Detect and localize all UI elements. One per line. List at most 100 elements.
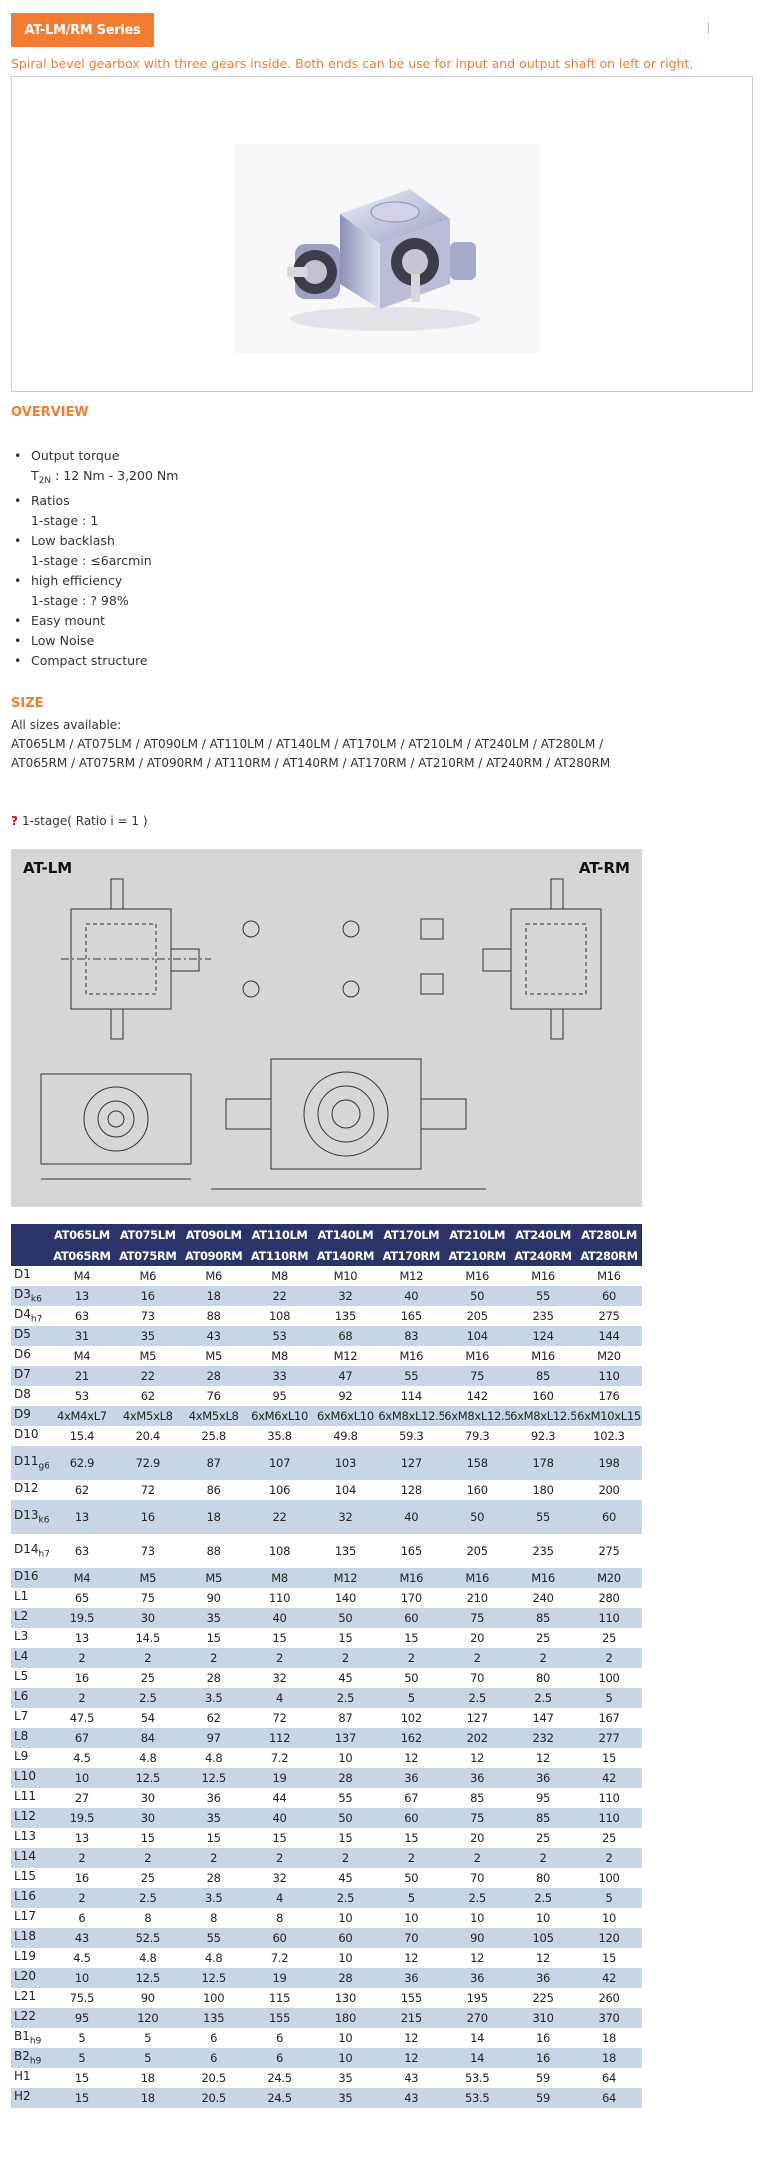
table-cell: 13 bbox=[49, 1286, 115, 1306]
table-cell: 12 bbox=[510, 1948, 576, 1968]
table-cell: 15 bbox=[378, 1628, 445, 1648]
table-cell: 2 bbox=[576, 1848, 642, 1868]
table-cell: 31 bbox=[49, 1326, 115, 1346]
table-cell: 160 bbox=[444, 1480, 511, 1500]
table-cell: 10 bbox=[378, 1908, 445, 1928]
table-cell: 275 bbox=[576, 1534, 642, 1568]
table-cell: M5 bbox=[180, 1568, 247, 1588]
table-cell: 92 bbox=[312, 1386, 379, 1406]
table-cell: 76 bbox=[180, 1386, 247, 1406]
table-cell: 40 bbox=[246, 1608, 313, 1628]
table-cell: 13 bbox=[49, 1500, 115, 1534]
table-cell: 12 bbox=[378, 1948, 445, 1968]
table-cell: M8 bbox=[246, 1568, 313, 1588]
table-cell: 135 bbox=[312, 1534, 379, 1568]
table-cell: 25 bbox=[576, 1828, 642, 1848]
table-cell: M16 bbox=[510, 1346, 576, 1366]
row-label: L1 bbox=[11, 1588, 49, 1608]
column-header: AT065LM bbox=[49, 1224, 115, 1245]
table-cell: 170 bbox=[378, 1588, 445, 1608]
column-header: AT210RM bbox=[444, 1245, 511, 1266]
table-cell: 30 bbox=[114, 1808, 181, 1828]
overview-list: •Output torque T2N : 12 Nm - 3,200 Nm •R… bbox=[14, 446, 178, 671]
table-cell: 88 bbox=[180, 1534, 247, 1568]
row-label-text: L16 bbox=[14, 1889, 36, 1904]
table-cell: 2 bbox=[576, 1648, 642, 1668]
table-cell: 20.5 bbox=[180, 2088, 247, 2108]
table-cell: 36 bbox=[378, 1968, 445, 1988]
table-cell: 110 bbox=[576, 1608, 642, 1628]
table-cell: 90 bbox=[444, 1928, 511, 1948]
table-cell: 15 bbox=[180, 1628, 247, 1648]
table-cell: 235 bbox=[510, 1534, 576, 1568]
table-cell: 19.5 bbox=[49, 1608, 115, 1628]
table-cell: M16 bbox=[444, 1346, 511, 1366]
row-label-text: B1 bbox=[14, 2029, 30, 2044]
table-cell: 5 bbox=[378, 1688, 445, 1708]
row-label-text: D9 bbox=[14, 1407, 31, 1422]
table-cell: 43 bbox=[49, 1928, 115, 1948]
table-cell: 19.5 bbox=[49, 1808, 115, 1828]
row-label: D7 bbox=[11, 1366, 49, 1386]
table-cell: 75 bbox=[444, 1608, 511, 1628]
table-cell: M8 bbox=[246, 1266, 313, 1286]
table-cell: 53.5 bbox=[444, 2068, 511, 2088]
row-label: D6 bbox=[11, 1346, 49, 1366]
table-cell: 85 bbox=[510, 1366, 576, 1386]
table-cell: 110 bbox=[576, 1788, 642, 1808]
table-cell: 20.4 bbox=[114, 1426, 181, 1446]
table-cell: 110 bbox=[576, 1366, 642, 1386]
table-cell: 180 bbox=[510, 1480, 576, 1500]
row-label: D13k6 bbox=[11, 1500, 49, 1534]
row-label: L22 bbox=[11, 2008, 49, 2028]
overview-item: •Easy mount bbox=[14, 613, 106, 628]
table-cell: 103 bbox=[312, 1446, 379, 1480]
table-cell: 25 bbox=[510, 1628, 576, 1648]
table-cell: 4.5 bbox=[49, 1948, 115, 1968]
column-header: AT240LM bbox=[510, 1224, 576, 1245]
table-cell: 80 bbox=[510, 1668, 576, 1688]
table-cell: 2 bbox=[180, 1648, 247, 1668]
table-cell: 63 bbox=[49, 1306, 115, 1326]
column-header: AT075LM bbox=[114, 1224, 181, 1245]
table-cell: 32 bbox=[246, 1668, 313, 1688]
table-cell: 75.5 bbox=[49, 1988, 115, 2008]
table-cell: 2 bbox=[444, 1648, 511, 1668]
table-cell: 60 bbox=[312, 1928, 379, 1948]
row-label: L13 bbox=[11, 1828, 49, 1848]
table-cell: 35 bbox=[180, 1608, 247, 1628]
row-label-text: D10 bbox=[14, 1427, 39, 1442]
table-cell: 178 bbox=[510, 1446, 576, 1480]
table-cell: 155 bbox=[378, 1988, 445, 2008]
row-label-text: L22 bbox=[14, 2009, 36, 2024]
table-cell: 62 bbox=[114, 1386, 181, 1406]
table-cell: 28 bbox=[312, 1968, 379, 1988]
table-cell: 5 bbox=[114, 2048, 181, 2068]
table-cell: 225 bbox=[510, 1988, 576, 2008]
table-header-corner bbox=[11, 1224, 49, 1245]
table-cell: 28 bbox=[312, 1768, 379, 1788]
table-cell: 64 bbox=[576, 2088, 642, 2108]
table-cell: 22 bbox=[246, 1286, 313, 1306]
sizes-intro: All sizes available: bbox=[11, 718, 122, 732]
table-cell: 10 bbox=[49, 1768, 115, 1788]
row-label-tolerance: k6 bbox=[38, 1515, 49, 1526]
row-label: L20 bbox=[11, 1968, 49, 1988]
table-cell: M10 bbox=[312, 1266, 379, 1286]
table-cell: 6 bbox=[180, 2048, 247, 2068]
table-cell: 4.5 bbox=[49, 1748, 115, 1768]
table-cell: 55 bbox=[180, 1928, 247, 1948]
table-cell: M16 bbox=[444, 1568, 511, 1588]
table-cell: 12 bbox=[444, 1948, 511, 1968]
row-label: D9 bbox=[11, 1406, 49, 1426]
row-label-text: L13 bbox=[14, 1829, 36, 1844]
table-cell: 47 bbox=[312, 1366, 379, 1386]
row-label: L16 bbox=[11, 1888, 49, 1908]
size-heading: SIZE bbox=[11, 696, 44, 711]
